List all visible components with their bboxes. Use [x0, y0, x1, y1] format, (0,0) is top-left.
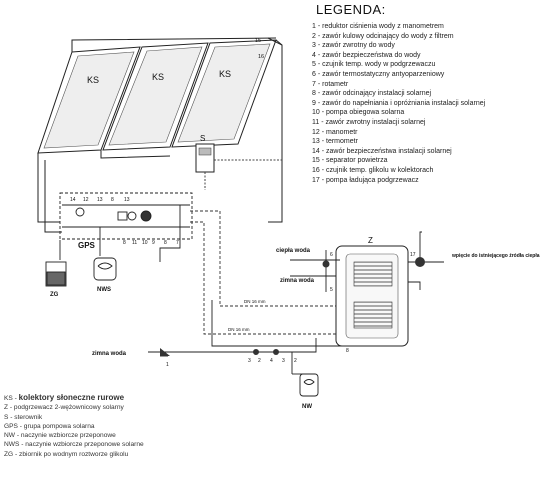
legend-item: 1 - reduktor ciśnienia wody z manometrem	[312, 23, 444, 30]
abbreviation-item: KS - kolektory słoneczne rurowe	[4, 393, 125, 402]
abbreviation-item: ZG - zbiornik po wodnym roztworze glikol…	[4, 450, 129, 458]
component-number: 9	[152, 240, 155, 246]
controller-label: S	[200, 134, 205, 143]
component-number: 3	[282, 358, 285, 364]
component-number: 2	[294, 358, 297, 364]
component-number: 13	[124, 197, 130, 203]
component-number: 6	[330, 252, 333, 258]
component-number: 12	[83, 197, 89, 203]
heater-label: Z	[368, 236, 373, 245]
component-number: 7	[176, 240, 179, 246]
cold-water-label: zimna woda	[280, 278, 315, 284]
glycol-tank	[45, 261, 67, 287]
legend-item: 16 - czujnik temp. glikolu w kolektorach	[312, 166, 434, 174]
component-number: 3	[248, 358, 251, 364]
component-number: 8	[123, 240, 126, 246]
abbreviation-item: NWS - naczynie wzbiorcze przeponowe sola…	[4, 441, 144, 449]
legend-item: 9 - zawór do napełniania i opróżniania i…	[312, 99, 486, 107]
component-number: 11	[132, 240, 137, 246]
component-number: 14	[70, 197, 76, 203]
ball-valve-icon	[273, 349, 279, 355]
component-number: 16	[258, 54, 264, 60]
collector-label: KS	[152, 72, 164, 82]
legend-item: 6 - zawór termostatyczny antyoparzeniowy	[312, 70, 445, 78]
component-number: 15	[255, 38, 261, 44]
legend-item: 12 - manometr	[312, 128, 358, 136]
controller	[195, 143, 282, 190]
component-number: 2	[258, 358, 261, 364]
legend-item: 17 - pompa ładująca podgrzewacz	[312, 176, 419, 184]
hot-water-lines	[290, 231, 444, 292]
component-number: 1	[166, 362, 169, 368]
component-number: 8	[111, 197, 114, 203]
legend-item: 4 - zawór bezpieczeństwa do wody	[312, 51, 421, 59]
solar-loop-pipes	[37, 37, 283, 233]
legend-item: 3 - zawór zwrotny do wody	[312, 42, 395, 50]
cold-water-line	[148, 338, 317, 375]
solar-supply-pipes	[190, 210, 336, 335]
charging-pump-icon	[415, 257, 425, 267]
legend-list: 1 - reduktor ciśnienia wody z manometrem…	[312, 22, 485, 185]
legend-item: 5 - czujnik temp. wody w podgrzewaczu	[312, 61, 436, 69]
check-valve-icon	[253, 349, 259, 355]
component-number: 10	[142, 240, 148, 246]
collector-label: KS	[219, 69, 231, 79]
abbreviation-item: Z - podgrzewacz 2-wężownicowy solarny	[4, 404, 124, 412]
pipe-label-upper: DN 16 mm	[244, 299, 266, 304]
component-number: 5	[330, 287, 333, 293]
expansion-vessel-label: NW	[302, 404, 312, 410]
legend-item: 8 - zawór odcinający instalacji solarnej	[312, 90, 432, 98]
glycol-tank-label: ZG	[50, 292, 59, 298]
abbreviation-item: S - sterownik	[4, 413, 43, 421]
legend-title: LEGENDA:	[316, 2, 386, 17]
component-number: 8	[164, 240, 167, 246]
collector-label: KS	[87, 75, 99, 85]
solar-expansion-label: NWS	[97, 287, 111, 293]
component-number: 4	[270, 358, 273, 364]
legend-item: 11 - zawór zwrotny instalacji solarnej	[312, 118, 426, 126]
pipe-label-lower: DN 16 mm	[228, 327, 250, 332]
hot-water-label: ciepła woda	[276, 248, 311, 254]
legend-item: 10 - pompa obiegowa solarna	[312, 109, 405, 117]
legend-item: 14 - zawór bezpieczeństwa instalacji sol…	[312, 147, 452, 155]
existing-source-label: wpięcie do istniejącego źródła ciepła	[451, 253, 540, 259]
cold-water-inlet-label: zimna woda	[92, 351, 127, 357]
pump-group-label: GPS	[78, 241, 96, 250]
legend-item: 2 - zawór kulowy odcinający do wody z fi…	[312, 32, 454, 40]
solar-expansion-vessel	[93, 257, 117, 281]
expansion-vessel	[299, 373, 319, 397]
abbreviation-item: GPS - grupa pompowa solarna	[4, 422, 95, 430]
abbreviation-item: NW - naczynie wzbiorcze przeponowe	[4, 432, 116, 440]
legend-item: 13 - termometr	[312, 138, 358, 146]
legend-item: 7 - rotametr	[312, 80, 349, 88]
abbreviation-list: KS - kolektory słoneczne rurowe Z - podg…	[4, 393, 144, 459]
component-number: 17	[410, 252, 416, 258]
component-number: 13	[97, 197, 103, 203]
legend-item: 15 - separator powietrza	[312, 157, 388, 165]
component-number: 8	[346, 348, 349, 354]
pump-group	[59, 192, 193, 262]
thermostatic-valve-icon	[322, 260, 330, 268]
water-heater	[335, 245, 409, 347]
solar-collectors	[37, 39, 277, 154]
pressure-reducer-icon	[160, 348, 170, 356]
